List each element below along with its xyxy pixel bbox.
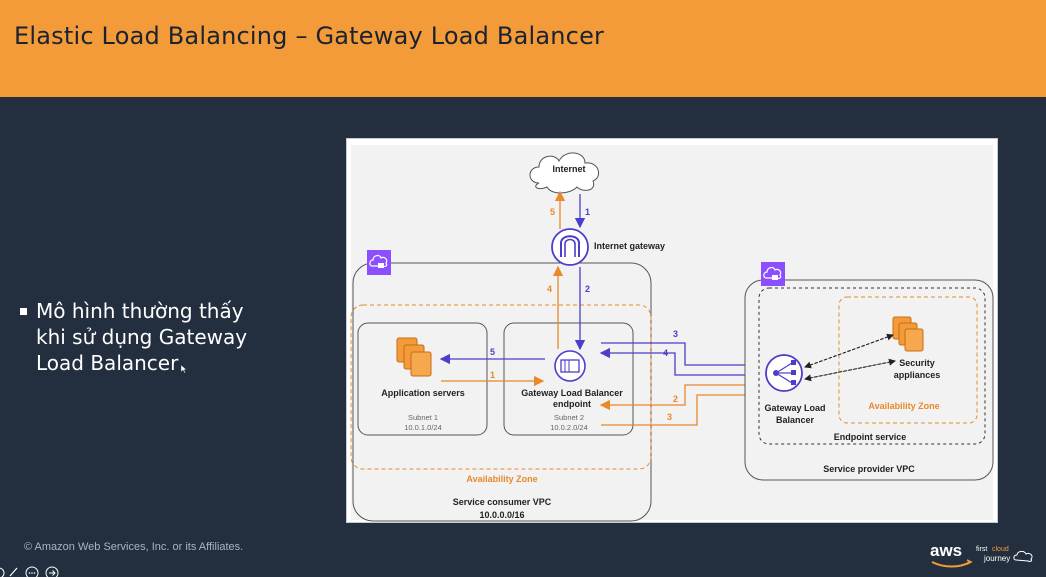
consumer-az-label: Availability Zone xyxy=(466,474,537,484)
subnet-1-cidr: 10.0.1.0/24 xyxy=(404,423,442,432)
step-5-left: 5 xyxy=(490,347,495,357)
internet-label: Internet xyxy=(552,164,585,174)
security-label-2: appliances xyxy=(894,370,941,380)
endpoint-service-box xyxy=(758,287,986,445)
next-slide-icon[interactable] xyxy=(45,566,59,577)
appliances-stack-icon xyxy=(892,316,924,352)
bullet-line-3: Load Balancer xyxy=(36,351,179,375)
bullet-line-2: khi sử dụng Gateway xyxy=(36,325,248,349)
appliance-arrow-bottom-back xyxy=(804,360,896,382)
provider-vpc-label: Service provider VPC xyxy=(823,464,915,474)
app-servers-label: Application servers xyxy=(381,388,465,398)
step-4-mid: 4 xyxy=(547,284,552,294)
aws-wordmark: aws xyxy=(930,541,962,560)
subnet-2-label: Subnet 2 xyxy=(554,413,584,422)
logo-first: first xyxy=(976,546,987,553)
step-3-orange-label: 3 xyxy=(667,412,672,422)
appliance-arrow-top-back xyxy=(804,334,894,369)
flow-arrow-2 xyxy=(599,384,765,411)
internet-gateway-label: Internet gateway xyxy=(594,241,665,251)
provider-vpc-box xyxy=(744,279,994,481)
subnet-2-cidr: 10.0.2.0/24 xyxy=(550,423,588,432)
pen-icon[interactable] xyxy=(0,567,18,577)
mouse-cursor-icon xyxy=(181,365,187,373)
copyright-text: © Amazon Web Services, Inc. or its Affil… xyxy=(24,541,244,553)
glb-endpoint-label-2: endpoint xyxy=(553,399,591,409)
provider-az-label: Availability Zone xyxy=(868,401,939,411)
glb-label-2: Balancer xyxy=(776,415,815,425)
consumer-vpc-cidr: 10.0.0.0/16 xyxy=(479,510,524,520)
flow-arrow-3 xyxy=(601,342,767,371)
presentation-toolbar xyxy=(0,566,59,577)
consumer-vpc-label: Service consumer VPC xyxy=(453,497,552,507)
flow-arrow-4 xyxy=(599,347,765,376)
glb-endpoint-icon xyxy=(554,350,586,382)
internet-cloud-icon xyxy=(529,152,600,194)
load-balancer-icon xyxy=(765,354,803,392)
step-2-mid: 2 xyxy=(585,284,590,294)
bullet-marker xyxy=(20,308,27,315)
flow-arrow-3-orange xyxy=(601,389,765,426)
slide-header: Elastic Load Balancing – Gateway Load Ba… xyxy=(0,0,1046,97)
step-1-top: 1 xyxy=(585,207,590,217)
consumer-az-box xyxy=(350,304,652,470)
servers-stack-icon xyxy=(396,337,432,377)
glb-label-1: Gateway Load xyxy=(764,403,825,413)
vpc-cloud-lock-icon xyxy=(367,250,391,275)
vpc-cloud-lock-icon-right xyxy=(761,262,785,286)
step-5-top: 5 xyxy=(550,207,555,217)
internet-gateway-icon xyxy=(551,228,589,266)
endpoint-service-label: Endpoint service xyxy=(834,432,907,442)
logo-cloud: cloud xyxy=(992,546,1009,553)
step-4-label: 4 xyxy=(663,348,668,358)
subnet-1-label: Subnet 1 xyxy=(408,413,438,422)
more-options-icon[interactable] xyxy=(25,566,39,577)
aws-first-cloud-journey-logo: aws first cloud journey xyxy=(930,541,1033,568)
bullet-line-1: Mô hình thường thấy xyxy=(36,299,244,323)
provider-az-box xyxy=(838,296,978,424)
slide-title: Elastic Load Balancing – Gateway Load Ba… xyxy=(14,22,605,50)
bullet-point: Mô hình thường thấy khi sử dụng Gateway … xyxy=(20,298,320,376)
step-3-label: 3 xyxy=(673,329,678,339)
step-1-left: 1 xyxy=(490,370,495,380)
glb-endpoint-label-1: Gateway Load Balancer xyxy=(521,388,623,398)
step-2-label: 2 xyxy=(673,394,678,404)
logo-journey: journey xyxy=(983,554,1010,563)
subnet-1-box xyxy=(357,322,488,436)
security-label-1: Security xyxy=(899,358,935,368)
architecture-diagram: Internet Service consumer VPC 10.0.0.0/1… xyxy=(346,138,998,523)
